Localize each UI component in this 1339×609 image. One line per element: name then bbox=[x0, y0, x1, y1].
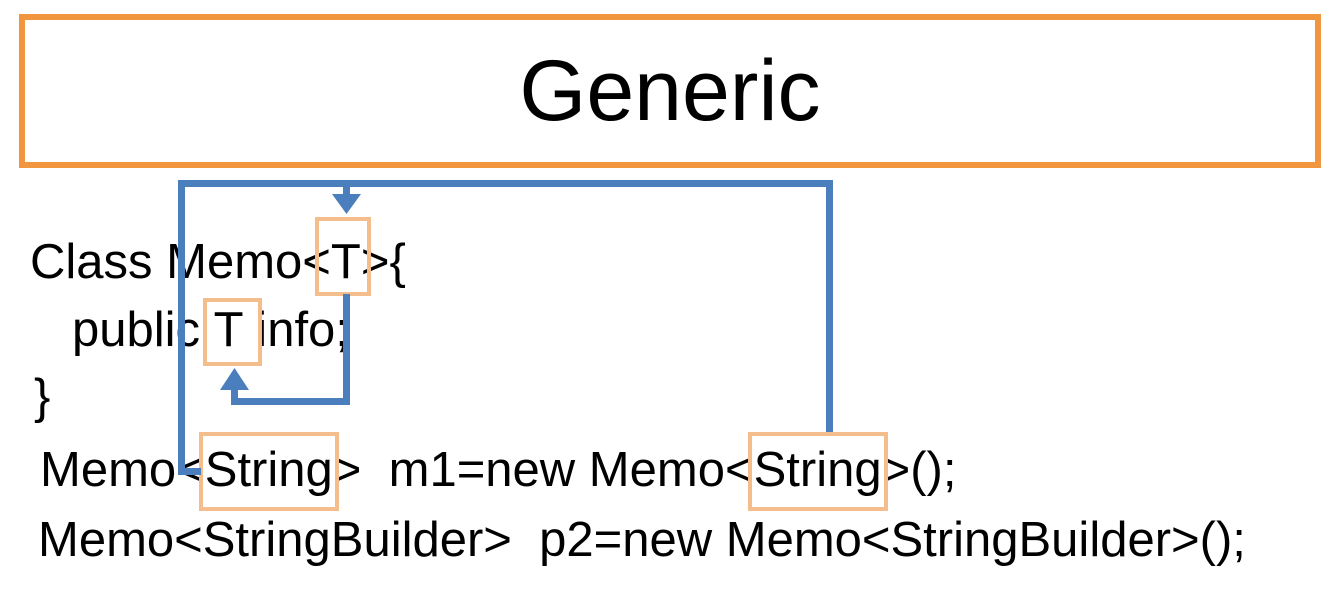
code-text: > m1=new Memo< bbox=[332, 443, 754, 497]
code-line-class-declaration: Class Memo<T>{ bbox=[30, 234, 406, 290]
code-text: Class Memo< bbox=[30, 235, 331, 289]
code-text: } bbox=[34, 370, 51, 424]
type-arg-box-string-left: String bbox=[205, 443, 333, 497]
title-box: Generic bbox=[19, 14, 1321, 168]
code-text: info; bbox=[242, 303, 349, 357]
code-line-memo-string: Memo<String> m1=new Memo<String>(); bbox=[40, 442, 956, 498]
code-text: T bbox=[213, 303, 243, 357]
code-text: String bbox=[204, 443, 333, 497]
arrow-up-icon bbox=[220, 368, 249, 390]
code-line-closing-brace: } bbox=[34, 369, 50, 425]
code-text: >{ bbox=[360, 235, 406, 289]
type-arg-box-string-right: String bbox=[754, 443, 882, 497]
code-text: Memo<StringBuilder> p2=new Memo<StringBu… bbox=[38, 513, 1246, 567]
arrow-down-icon bbox=[332, 194, 361, 214]
page-title: Generic bbox=[519, 43, 821, 139]
code-line-field-declaration: public T info; bbox=[72, 302, 349, 358]
code-text: >(); bbox=[881, 443, 957, 497]
code-line-memo-stringbuilder: Memo<StringBuilder> p2=new Memo<StringBu… bbox=[38, 512, 1246, 568]
code-text: T bbox=[330, 235, 361, 289]
code-text: public bbox=[72, 303, 214, 357]
type-param-box-field: T bbox=[214, 303, 243, 357]
code-text: String bbox=[753, 443, 882, 497]
type-param-box-declaration: T bbox=[331, 235, 361, 289]
code-text: Memo< bbox=[40, 443, 205, 497]
